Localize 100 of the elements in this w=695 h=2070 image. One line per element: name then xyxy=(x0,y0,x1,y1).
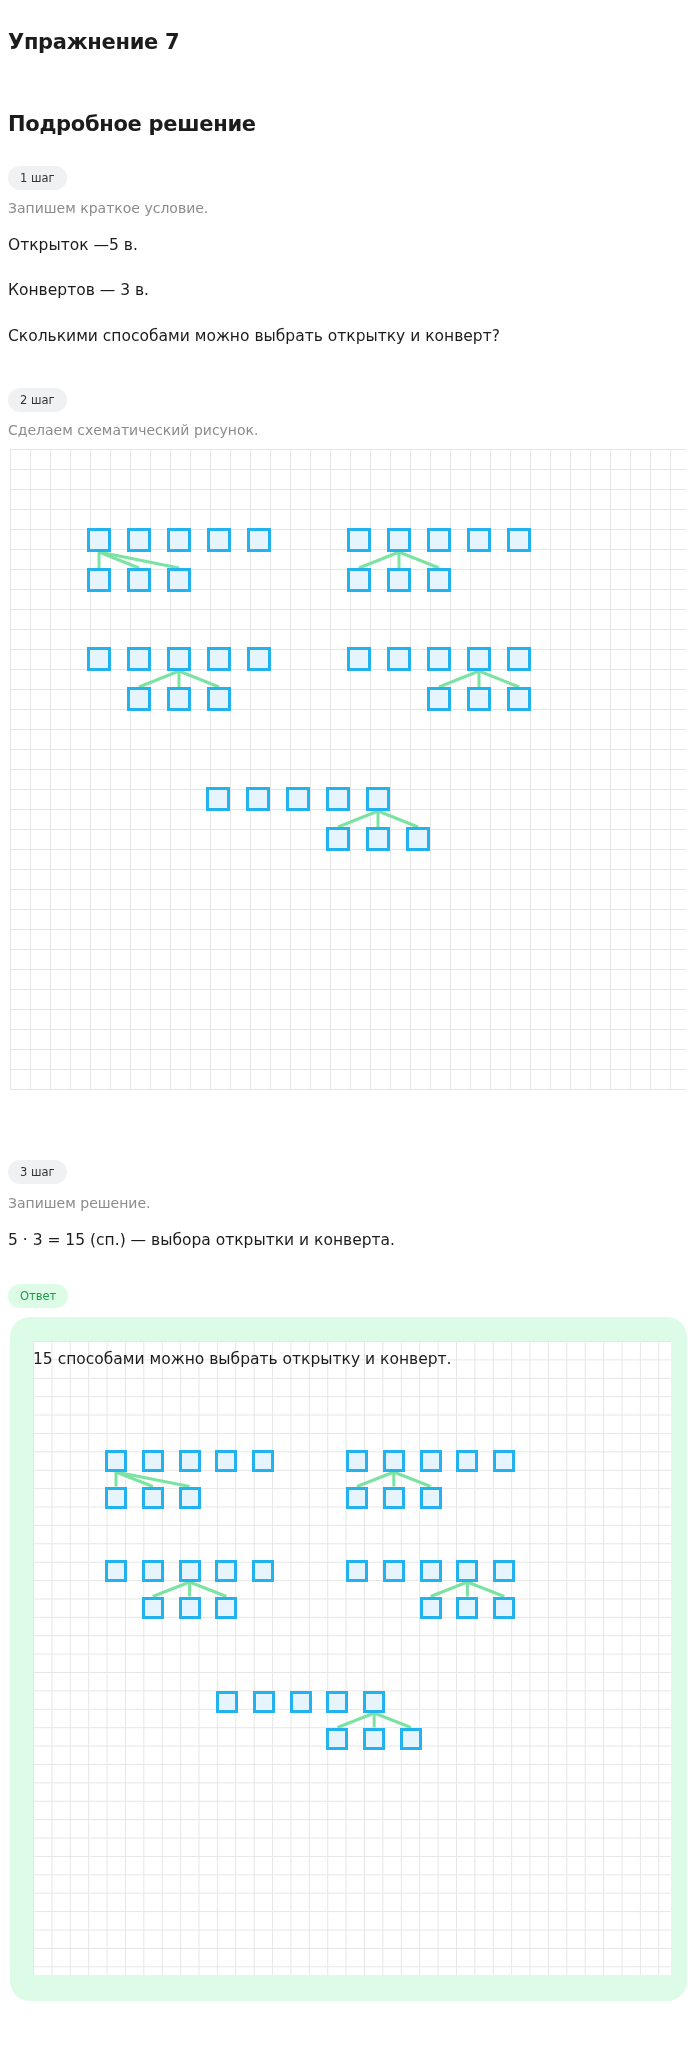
square-node xyxy=(286,787,310,811)
connector-line xyxy=(478,669,520,689)
connector-line xyxy=(188,1582,192,1597)
square-node xyxy=(207,647,231,671)
square-node xyxy=(127,568,151,592)
square-node xyxy=(326,1727,349,1750)
square-node xyxy=(346,1450,368,1472)
connector-line xyxy=(465,1582,469,1597)
square-node xyxy=(247,528,271,552)
hint-text: Запишем решение. xyxy=(8,1195,151,1211)
square-node xyxy=(456,1560,479,1582)
square-node xyxy=(141,1560,164,1582)
square-node xyxy=(467,687,491,711)
square-node xyxy=(419,1560,442,1582)
square-node xyxy=(252,1450,275,1472)
square-node xyxy=(178,1560,201,1582)
connector-line xyxy=(177,671,181,687)
square-node xyxy=(252,1560,275,1582)
square-node xyxy=(87,528,111,552)
connector-line xyxy=(138,669,180,689)
square-node xyxy=(493,1450,516,1472)
square-node xyxy=(167,687,191,711)
square-node xyxy=(427,528,451,552)
square-node xyxy=(127,687,151,711)
square-node xyxy=(366,827,390,851)
connector-line xyxy=(393,1470,432,1488)
square-node xyxy=(87,568,111,592)
square-node xyxy=(215,1450,238,1472)
connector-line xyxy=(466,1580,505,1598)
square-node xyxy=(427,687,451,711)
square-node xyxy=(382,1450,405,1472)
page-title: Упражнение 7 xyxy=(8,30,180,54)
square-node xyxy=(326,1691,349,1713)
square-node xyxy=(507,647,531,671)
square-node xyxy=(215,1596,238,1619)
answer-badge: Ответ xyxy=(8,1284,69,1308)
square-node xyxy=(167,647,191,671)
square-node xyxy=(456,1596,479,1619)
square-node xyxy=(87,647,111,671)
square-node xyxy=(206,787,230,811)
square-node xyxy=(247,647,271,671)
square-node xyxy=(141,1450,164,1472)
connector-line xyxy=(337,809,379,829)
square-node xyxy=(363,1691,386,1713)
question-text: Сколькими способами можно выбрать открытку и конверт? xyxy=(8,327,500,345)
square-node xyxy=(493,1596,516,1619)
connector-line xyxy=(373,1711,412,1729)
square-node xyxy=(207,687,231,711)
answer-text: 15 способами можно выбрать открытку и конверт. xyxy=(33,1350,452,1368)
section-heading: Подробное решение xyxy=(8,112,256,136)
square-node xyxy=(347,568,371,592)
square-node xyxy=(493,1560,516,1582)
square-node xyxy=(127,647,151,671)
condition-text: Конвертов — 3 в. xyxy=(8,281,149,299)
connector-line xyxy=(376,811,380,827)
step-badge: 2 шаг xyxy=(8,388,67,412)
connector-line xyxy=(477,671,481,687)
square-node xyxy=(167,568,191,592)
square-node xyxy=(363,1727,386,1750)
square-node xyxy=(467,528,491,552)
square-node xyxy=(346,1486,368,1509)
square-node xyxy=(387,568,411,592)
square-node xyxy=(366,787,390,811)
connector-line xyxy=(392,1472,396,1487)
connector-line xyxy=(377,809,419,829)
square-node xyxy=(326,827,350,851)
square-node xyxy=(467,647,491,671)
square-node xyxy=(456,1450,479,1472)
step-badge: 1 шаг xyxy=(8,166,67,190)
square-node xyxy=(289,1691,312,1713)
square-node xyxy=(167,528,191,552)
connector-line xyxy=(358,550,400,570)
connector-line xyxy=(356,1470,395,1488)
connector-line xyxy=(398,550,440,570)
solution-text: 5 · 3 = 15 (сп.) — выбора открытки и конверта. xyxy=(8,1231,395,1249)
connector-line xyxy=(372,1713,376,1728)
square-node xyxy=(427,647,451,671)
square-node xyxy=(387,647,411,671)
square-node xyxy=(215,1560,238,1582)
square-node xyxy=(346,1560,368,1582)
hint-text: Запишем краткое условие. xyxy=(8,200,209,216)
step-badge: 3 шаг xyxy=(8,1160,67,1184)
square-node xyxy=(105,1486,127,1509)
connector-line xyxy=(178,669,220,689)
hint-text: Сделаем схематический рисунок. xyxy=(8,422,259,438)
connector-line xyxy=(114,1472,118,1487)
connector-line xyxy=(397,552,401,568)
square-node xyxy=(406,827,430,851)
square-node xyxy=(382,1560,405,1582)
square-node xyxy=(507,528,531,552)
square-node xyxy=(347,647,371,671)
connector-line xyxy=(189,1580,227,1598)
connector-line xyxy=(152,1580,191,1598)
square-node xyxy=(105,1450,127,1472)
square-node xyxy=(419,1450,442,1472)
square-node xyxy=(207,528,231,552)
square-node xyxy=(347,528,371,552)
square-node xyxy=(252,1691,275,1713)
square-node xyxy=(326,787,350,811)
connector-line xyxy=(336,1711,375,1729)
